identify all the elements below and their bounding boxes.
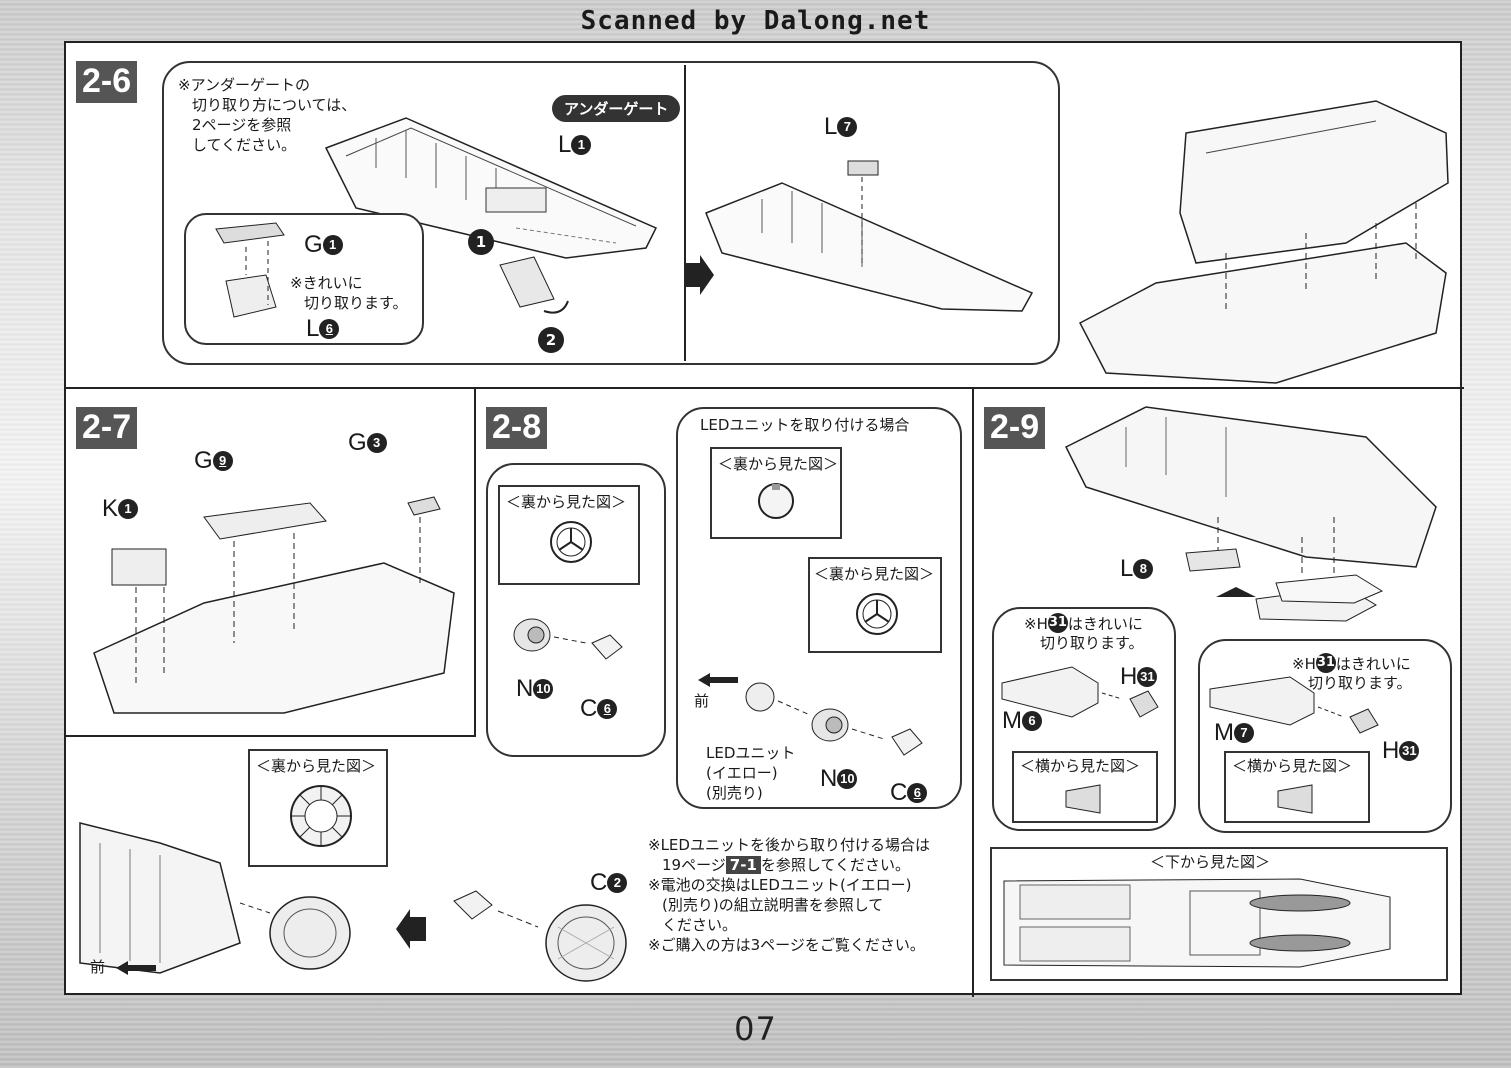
l8-and-pods-drawing: [1185, 548, 1384, 622]
led-back-view-title: ＜裏から見た図＞: [718, 455, 839, 473]
step-2-8-badge: 2-8: [486, 407, 548, 449]
led-title: LEDユニットを取り付ける場合: [700, 416, 910, 434]
gate-part-drawing: [215, 222, 285, 318]
step-2-6-inner-divider: [684, 65, 686, 361]
pod-m7-drawing: [1209, 676, 1379, 734]
page-ref-chip: 7-1: [725, 856, 761, 874]
led-back-view-drawing: [758, 483, 794, 519]
undergate-note-line-3: 2ページを参照: [192, 116, 292, 134]
front-arrow-a: [698, 673, 738, 687]
side-view-right-drawing: [1277, 784, 1313, 814]
cut-note-line-2: 切り取ります。: [304, 294, 408, 312]
hull-step-2-9-drawing: [1064, 406, 1437, 597]
led-back-view-nozzle: [856, 593, 898, 635]
undergate-note-line-2: 切り取り方については、: [192, 96, 357, 114]
instruction-sheet: 2-6 ※アンダーゲートの 切り取り方については、 2ページを参照 してください…: [64, 41, 1464, 997]
engine-back-view-drawing: [290, 785, 352, 847]
note-line-6: ※ご購入の方は3ページをご覧ください。: [648, 936, 925, 954]
undergate-tag: アンダーゲート: [552, 95, 681, 122]
note-line-1: ※LEDユニットを後から取り付ける場合は: [648, 836, 930, 854]
step-2-9-badge: 2-9: [984, 407, 1046, 449]
seq-2-marker: 2: [538, 327, 564, 353]
undergate-note-line-4: してください。: [192, 136, 297, 154]
divider-h-left: [66, 735, 476, 737]
nozzle-assembly-drawing: [453, 890, 627, 982]
side-view-box-right: [1224, 751, 1370, 823]
arrow-left-to-engine: [396, 909, 426, 949]
note-line-5: ください。: [662, 916, 738, 934]
h31-note-left-line-1: ※H31はきれいに: [1024, 613, 1143, 633]
undergate-note-line-1: ※アンダーゲートの: [178, 76, 310, 94]
h31-note-left-line-2: 切り取ります。: [1040, 634, 1144, 652]
led-unit-line-1: LEDユニット: [706, 744, 796, 762]
gate-cut-drawing: [499, 256, 569, 314]
back-view-title-a: ＜裏から見た図＞: [506, 493, 627, 511]
divider-v-left: [474, 387, 476, 737]
side-view-box-left: [1012, 751, 1158, 823]
side-view-title-right: ＜横から見た図＞: [1232, 757, 1353, 775]
front-arrow-b: [116, 961, 156, 975]
engine-back-view-title: ＜裏から見た図＞: [256, 757, 377, 775]
h31-note-right-line-2: 切り取ります。: [1308, 674, 1412, 692]
engine-rear-drawing: [79, 822, 351, 974]
note-line-4: (別売り)の組立説明書を参照して: [662, 896, 884, 914]
divider-h-top: [66, 387, 1464, 389]
led-unit-line-2: (イエロー): [706, 764, 778, 782]
scan-banner: Scanned by Dalong.net: [580, 6, 931, 36]
seq-1-marker: 1: [468, 229, 494, 255]
step-2-7-badge: 2-7: [76, 407, 138, 449]
side-view-title-left: ＜横から見た図＞: [1020, 757, 1141, 775]
page-number: 07: [734, 1010, 777, 1048]
bottom-view-title: ＜下から見た図＞: [1150, 853, 1271, 871]
led-back-view-title-2: ＜裏から見た図＞: [814, 565, 935, 583]
cut-note-line-1: ※きれいに: [290, 274, 363, 292]
hull-step-2-7-drawing: [93, 496, 455, 714]
h31-note-right-line-1: ※H31はきれいに: [1292, 653, 1411, 673]
bottom-view-drawing: [1003, 878, 1391, 968]
side-view-left-drawing: [1065, 784, 1101, 814]
nozzle-parts-a: [513, 618, 623, 660]
hull-assembly-drawing: [1078, 100, 1449, 384]
arrow-right-to-assembly: [684, 255, 714, 295]
front-label-b: 前: [90, 958, 106, 976]
back-view-nozzle-a: [550, 521, 592, 563]
hull-lower-drawing-b: [705, 160, 1034, 312]
front-label-a: 前: [694, 692, 710, 710]
hull-lower-drawing-a: [324, 117, 658, 259]
pod-m6-drawing: [1001, 666, 1159, 718]
note-line-3: ※電池の交換はLEDユニット(イエロー): [648, 876, 912, 894]
step-2-6-badge: 2-6: [76, 61, 138, 103]
led-parts-drawing: [745, 682, 923, 756]
divider-v-right: [972, 387, 974, 997]
led-unit-line-3: (別売り): [706, 784, 763, 802]
